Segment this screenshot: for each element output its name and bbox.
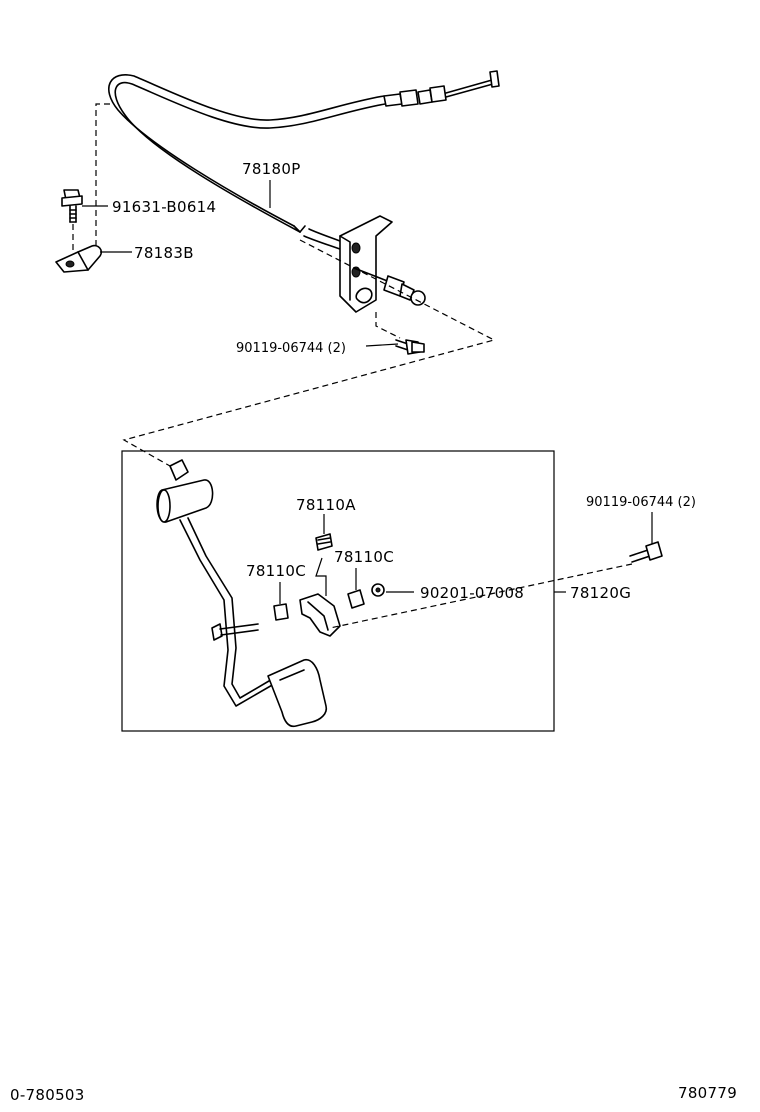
leader-cable-clamp [95,103,110,248]
bolt-icon [395,339,425,355]
accelerator-cable [108,70,500,253]
leader-bolt-lever [329,563,633,629]
label-bolt-right: 90119-06744 (2) [586,495,696,510]
label-part-a: 78110A [296,496,356,514]
label-part-c-right: 78110C [334,548,394,566]
clamp-icon [55,244,103,273]
footer-left-code: 0-780503 [10,1086,85,1104]
bushing-icon [273,603,289,621]
label-part-c-left: 78110C [246,562,306,580]
pedal-arm-icon [156,459,328,728]
pedal-assembly-frame [121,450,555,732]
bolt-icon [61,189,83,223]
lever-icon [299,593,341,637]
label-bolt-top: 91631-B0614 [112,198,216,216]
label-pin: 90201-07008 [420,584,524,602]
leader-part-c-lever [315,557,327,596]
leader-bracket-bolt [375,312,401,339]
label-clamp: 78183B [134,244,194,262]
footer-right-code: 780779 [678,1084,737,1102]
bushing-icon [347,589,365,609]
label-cable: 78180P [242,160,301,178]
bolt-icon [629,541,663,563]
bracket-icon [339,215,426,313]
leader-bolt-bracket [365,343,399,347]
label-pedal-assy: 78120G [570,584,631,602]
label-bolt-bracket: 90119-06744 (2) [236,341,346,356]
washer-icon [371,583,385,597]
spring-icon [315,533,333,551]
